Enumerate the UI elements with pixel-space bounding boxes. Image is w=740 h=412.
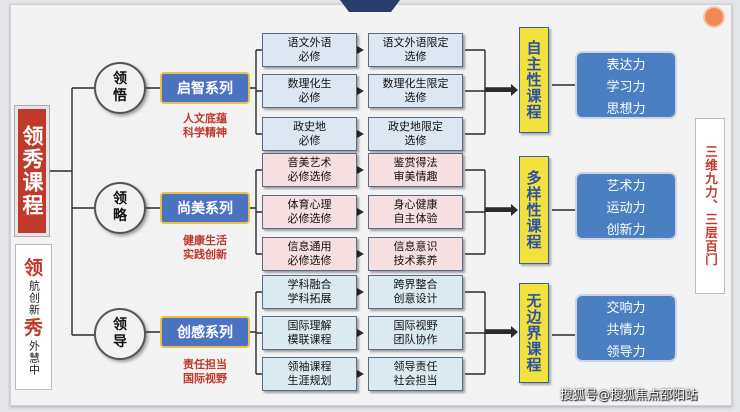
tag-qizhi: 人文底蕴 科学精神 bbox=[183, 112, 227, 139]
ability-item: 创新力 bbox=[606, 222, 646, 238]
circle-linwu: 领 悟 bbox=[94, 62, 146, 114]
elective-box: 身心健康 自主体验 bbox=[368, 195, 463, 229]
ability-item: 领导力 bbox=[606, 344, 646, 360]
course-box: 信息通用 必修选修 bbox=[262, 237, 357, 271]
elective-box: 鉴赏得法 审美情趣 bbox=[368, 153, 463, 187]
series-qizhi: 启智系列 bbox=[160, 72, 250, 104]
series-shangmei: 尚美系列 bbox=[160, 192, 250, 224]
slogan-text-2: 外慧中 bbox=[27, 340, 41, 376]
ability-item: 共情力 bbox=[606, 322, 646, 338]
elective-box: 政史地限定 选修 bbox=[368, 117, 463, 151]
elective-box: 信息意识 技术素养 bbox=[368, 237, 463, 271]
slogan-char-2: 秀 bbox=[23, 317, 43, 339]
circle-lingdao: 领 导 bbox=[94, 308, 146, 360]
elective-box: 跨界整合 创意设计 bbox=[368, 275, 463, 309]
course-box: 音美艺术 必修选修 bbox=[262, 153, 357, 187]
ability-item: 学习力 bbox=[606, 79, 646, 95]
ability-box-3: 交响力 共情力 领导力 bbox=[575, 294, 677, 362]
side-label: 三维九力、三层百门 bbox=[695, 118, 725, 294]
course-box: 数理化生 必修 bbox=[262, 74, 357, 108]
course-type-wubianjie: 无边界课程 bbox=[519, 283, 549, 383]
ability-item: 交响力 bbox=[606, 300, 646, 316]
course-box: 学科融合 学科拓展 bbox=[262, 275, 357, 309]
ability-box-1: 表达力 学习力 思想力 bbox=[575, 51, 677, 119]
course-type-zizhu: 自主性课程 bbox=[519, 27, 549, 133]
course-box: 政史地 必修 bbox=[262, 117, 357, 151]
slogan-text-1: 航创新 bbox=[27, 280, 41, 316]
course-box: 体育心理 必修选修 bbox=[262, 195, 357, 229]
elective-box: 语文外语限定 选修 bbox=[368, 33, 463, 67]
ability-box-2: 艺术力 运动力 创新力 bbox=[575, 172, 677, 240]
course-box: 语文外语 必修 bbox=[262, 33, 357, 67]
course-type-duoyang: 多样性课程 bbox=[519, 156, 549, 264]
tag-shangmei: 健康生活 实践创新 bbox=[183, 234, 227, 261]
logo-icon bbox=[705, 8, 723, 26]
main-title: 领秀课程 bbox=[14, 105, 50, 237]
series-chuanggan: 创感系列 bbox=[160, 316, 250, 348]
tag-chuanggan: 责任担当 国际视野 bbox=[183, 358, 227, 385]
ability-item: 思想力 bbox=[606, 101, 646, 117]
elective-box: 国际视野 团队协作 bbox=[368, 316, 463, 350]
elective-box: 领导责任 社会担当 bbox=[368, 357, 463, 391]
elective-box: 数理化生限定 选修 bbox=[368, 74, 463, 108]
ability-item: 艺术力 bbox=[606, 178, 646, 194]
slogan-char-1: 领 bbox=[23, 257, 43, 279]
ability-item: 运动力 bbox=[606, 200, 646, 216]
watermark: 搜狐号@搜狐焦点邵阳站 bbox=[560, 387, 698, 402]
ability-item: 表达力 bbox=[606, 57, 646, 73]
course-box: 领袖课程 生涯规划 bbox=[262, 357, 357, 391]
circle-lveh: 领 略 bbox=[94, 182, 146, 234]
course-box: 国际理解 模联课程 bbox=[262, 316, 357, 350]
slogan-box: 领 航创新 秀 外慧中 bbox=[15, 244, 52, 390]
top-notch bbox=[340, 0, 400, 12]
